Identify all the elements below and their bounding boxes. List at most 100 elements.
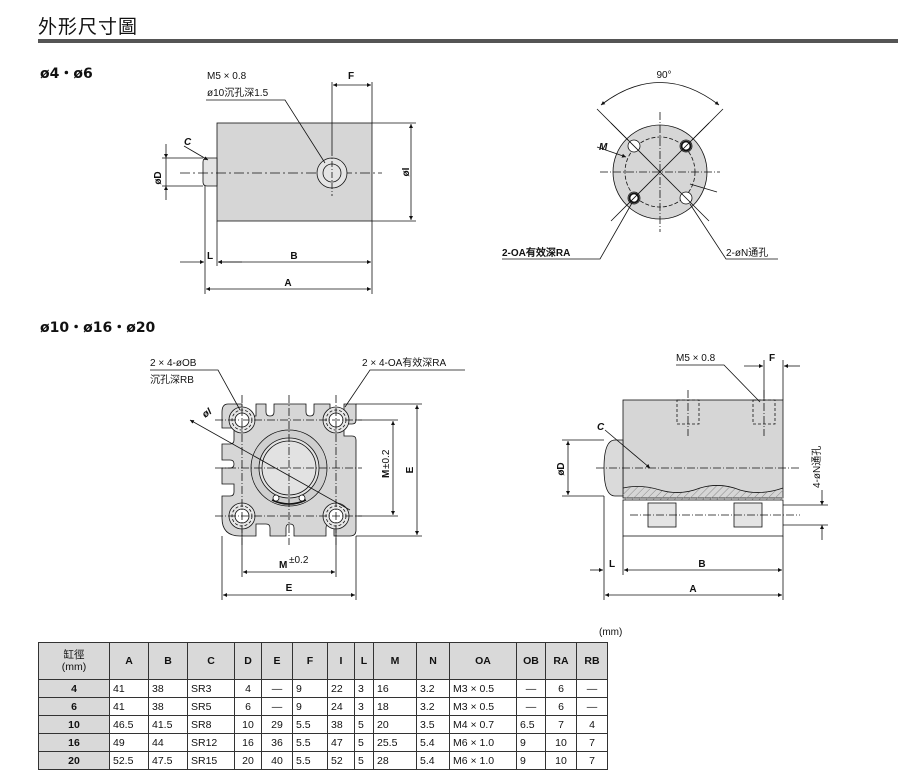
col-header-i: I: [327, 642, 355, 680]
cell-rb: —: [576, 679, 608, 698]
col-header-d: D: [234, 642, 262, 680]
cell-b: 38: [148, 679, 188, 698]
table-row: 6 41 38 SR5 6 — 9 24 3 18 3.2 M3 × 0.5 —…: [38, 697, 608, 716]
cell-c: SR15: [187, 751, 235, 770]
dim-b-label: B: [290, 251, 297, 262]
cell-m: 28: [373, 751, 417, 770]
small-bore-side-view: [162, 82, 416, 294]
callout-counterbore: ø10沉孔深1.5: [207, 86, 269, 99]
table-row: 16 49 44 SR12 16 36 5.5 47 5 25.5 5.4 M6…: [38, 733, 608, 752]
dim-m-label: M: [599, 142, 608, 153]
cell-bore: 20: [38, 751, 110, 770]
dim-c-label-large: C: [597, 422, 605, 433]
cell-ob: —: [516, 697, 546, 716]
callout-mount-thread-large: M5 × 0.8: [676, 353, 716, 364]
cell-b: 38: [148, 697, 188, 716]
cell-bore: 6: [38, 697, 110, 716]
callout-n-large: 4-øN通孔: [811, 446, 823, 488]
dim-m-vertical-tol: ±0.2: [381, 449, 392, 469]
cell-f: 9: [292, 679, 328, 698]
cell-rb: 7: [576, 751, 608, 770]
dim-i-label: øI: [401, 167, 412, 176]
cell-e: 40: [261, 751, 293, 770]
dim-m-horizontal-tol: ±0.2: [289, 555, 309, 566]
cell-oa: M6 × 1.0: [449, 733, 517, 752]
cell-e: —: [261, 697, 293, 716]
dim-m-vertical-label: M: [381, 470, 392, 478]
cell-l: 5: [354, 751, 374, 770]
cell-m: 16: [373, 679, 417, 698]
dim-a-label-large: A: [689, 584, 696, 595]
dim-m-horizontal-label: M: [279, 560, 287, 571]
piston-rod-end: [202, 157, 218, 187]
cell-d: 10: [234, 715, 262, 734]
cell-l: 3: [354, 679, 374, 698]
cell-n: 3.2: [416, 697, 450, 716]
col-header-n: N: [416, 642, 450, 680]
callout-n: 2-øN通孔: [726, 247, 768, 259]
large-bore-side-labels: M5 × 0.8 F C øD 4-øN通孔 L B A: [556, 353, 823, 595]
callout-oa-large: 2 × 4-OA有效深RA: [362, 356, 447, 369]
cell-rb: 7: [576, 733, 608, 752]
large-bore-side-view: [562, 360, 828, 600]
cell-d: 20: [234, 751, 262, 770]
cell-bore: 16: [38, 733, 110, 752]
section-label-large-bore: ø10・ø16・ø20: [40, 320, 156, 336]
cell-d: 4: [234, 679, 262, 698]
table-header-row: 缸徑 (mm) A B C D E F I L M N OA OB RA RB: [38, 642, 608, 680]
large-bore-end-view: [150, 369, 465, 600]
dim-l-label: L: [207, 251, 213, 262]
col-header-b: B: [148, 642, 188, 680]
col-header-l: L: [354, 642, 374, 680]
cell-c: SR5: [187, 697, 235, 716]
bore-header-label: 缸徑: [63, 649, 85, 661]
cell-ob: 9: [516, 733, 546, 752]
callout-oa: 2-OA有效深RA: [502, 246, 570, 259]
cell-c: SR8: [187, 715, 235, 734]
cell-bore: 10: [38, 715, 110, 734]
cell-i: 52: [327, 751, 355, 770]
cell-b: 47.5: [148, 751, 188, 770]
dim-b-label-large: B: [698, 559, 705, 570]
small-bore-side-labels: M5 × 0.8 ø10沉孔深1.5 F C øD øI L B A: [153, 71, 412, 289]
col-header-m: M: [373, 642, 417, 680]
cell-ra: 10: [545, 751, 577, 770]
cell-bore: 4: [38, 679, 110, 698]
small-bore-end-view: [502, 82, 778, 260]
cell-i: 24: [327, 697, 355, 716]
cell-n: 3.5: [416, 715, 450, 734]
dim-e-vertical-label: E: [405, 466, 416, 473]
cell-i: 38: [327, 715, 355, 734]
cell-ob: 6.5: [516, 715, 546, 734]
cell-f: 5.5: [292, 751, 328, 770]
table-row: 4 41 38 SR3 4 — 9 22 3 16 3.2 M3 × 0.5 —…: [38, 679, 608, 698]
cell-l: 5: [354, 733, 374, 752]
cell-b: 41.5: [148, 715, 188, 734]
section-label-small-bore: ø4・ø6: [40, 66, 93, 82]
cell-c: SR12: [187, 733, 235, 752]
cell-ra: 6: [545, 679, 577, 698]
cell-oa: M3 × 0.5: [449, 679, 517, 698]
dim-e-horizontal-label: E: [286, 583, 293, 594]
cell-c: SR3: [187, 679, 235, 698]
cell-ob: —: [516, 679, 546, 698]
cell-a: 46.5: [109, 715, 149, 734]
callout-mount-thread: M5 × 0.8: [207, 71, 247, 82]
cell-a: 49: [109, 733, 149, 752]
cell-a: 52.5: [109, 751, 149, 770]
cell-f: 5.5: [292, 733, 328, 752]
dim-angle-label: 90°: [656, 70, 671, 81]
dimension-table: 缸徑 (mm) A B C D E F I L M N OA OB RA RB: [38, 642, 608, 770]
cell-ra: 6: [545, 697, 577, 716]
cell-l: 3: [354, 697, 374, 716]
dim-l-label-large: L: [609, 559, 615, 570]
cell-a: 41: [109, 679, 149, 698]
dim-f-label-large: F: [769, 353, 775, 364]
col-header-e: E: [261, 642, 293, 680]
bore-header: 缸徑 (mm): [38, 642, 110, 680]
cell-b: 44: [148, 733, 188, 752]
dim-f-label: F: [348, 71, 354, 82]
cell-i: 47: [327, 733, 355, 752]
table-row: 20 52.5 47.5 SR15 20 40 5.5 52 5 28 5.4 …: [38, 751, 608, 770]
